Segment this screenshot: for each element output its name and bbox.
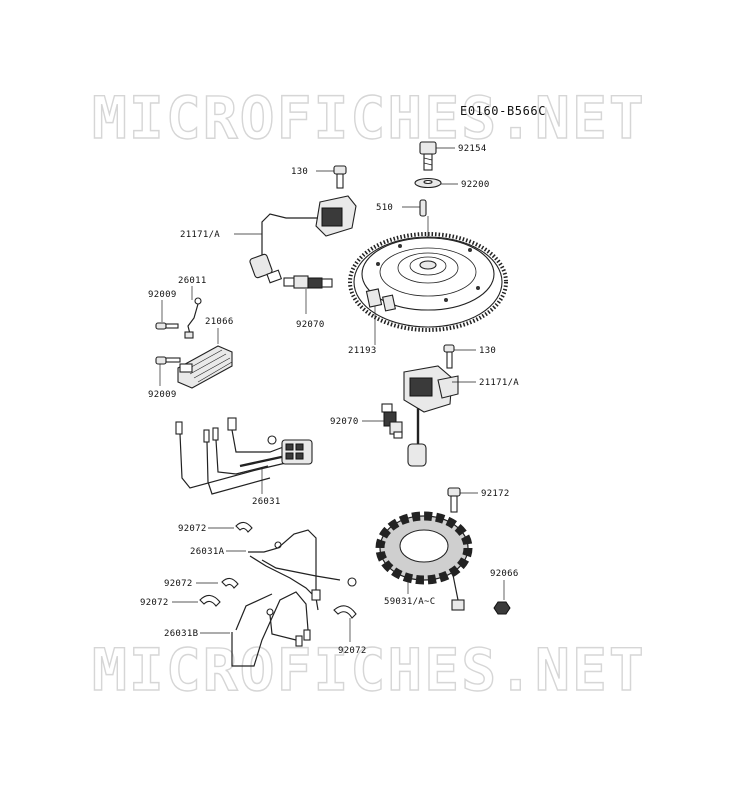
label-21193: 21193 bbox=[348, 346, 377, 356]
label-26031: 26031 bbox=[252, 497, 281, 507]
washer-92200-illustration bbox=[414, 177, 442, 189]
harness-26031B-illustration bbox=[231, 591, 311, 667]
label-92172: 92172 bbox=[481, 489, 510, 499]
bolt-92172-illustration bbox=[447, 487, 461, 513]
clamp-92072-b-illustration bbox=[221, 577, 239, 589]
label-510: 510 bbox=[376, 203, 393, 213]
bolt-130-top-illustration bbox=[333, 165, 347, 189]
bolt-130-mid-illustration bbox=[443, 344, 455, 369]
clamp-92072-d-illustration bbox=[333, 605, 357, 619]
label-21066: 21066 bbox=[205, 317, 234, 327]
label-26031A: 26031A bbox=[190, 547, 225, 557]
label-26031B: 26031B bbox=[164, 629, 198, 639]
label-21171-top: 21171/A bbox=[180, 230, 220, 240]
nut-92066-illustration bbox=[493, 601, 511, 615]
wire-26011-illustration bbox=[184, 297, 202, 339]
harness-26031-illustration bbox=[175, 417, 313, 495]
label-92066: 92066 bbox=[490, 569, 519, 579]
watermark-bottom: MICROFICHES.NET bbox=[92, 636, 646, 704]
flywheel-21193-illustration bbox=[348, 232, 508, 332]
watermark-top: MICROFICHES.NET bbox=[92, 84, 646, 152]
label-92072-d: 92072 bbox=[338, 646, 367, 656]
regulator-21066-illustration bbox=[177, 345, 233, 389]
spark-plug-92070-mid-illustration bbox=[381, 403, 403, 439]
label-130-mid: 130 bbox=[479, 346, 496, 356]
label-92200: 92200 bbox=[461, 180, 490, 190]
label-92072-b: 92072 bbox=[164, 579, 193, 589]
key-510-illustration bbox=[419, 199, 427, 217]
label-26011: 26011 bbox=[178, 276, 207, 286]
label-92009-top: 92009 bbox=[148, 290, 177, 300]
label-21171-mid: 21171/A bbox=[479, 378, 519, 388]
spark-plug-92070-top-illustration bbox=[283, 275, 333, 289]
clamp-92072-a-illustration bbox=[235, 521, 253, 533]
ignition-coil-top-illustration bbox=[249, 195, 357, 284]
bolt-92009-top-illustration bbox=[155, 322, 179, 330]
label-92072-a: 92072 bbox=[178, 524, 207, 534]
stator-59031-illustration bbox=[375, 511, 473, 611]
label-92070-top: 92070 bbox=[296, 320, 325, 330]
ignition-coil-mid-illustration bbox=[403, 365, 459, 467]
label-92009-bottom: 92009 bbox=[148, 390, 177, 400]
label-130-top: 130 bbox=[291, 167, 308, 177]
label-92154: 92154 bbox=[458, 144, 487, 154]
label-92072-c: 92072 bbox=[140, 598, 169, 608]
bolt-92009-bottom-illustration bbox=[155, 356, 181, 365]
bolt-92154-illustration bbox=[419, 141, 437, 171]
harness-26031A-illustration bbox=[248, 529, 357, 611]
label-92070-mid: 92070 bbox=[330, 417, 359, 427]
clamp-92072-c-illustration bbox=[199, 594, 221, 607]
label-59031: 59031/A~C bbox=[384, 597, 435, 607]
diagram-code: E0160-B566C bbox=[460, 104, 546, 118]
